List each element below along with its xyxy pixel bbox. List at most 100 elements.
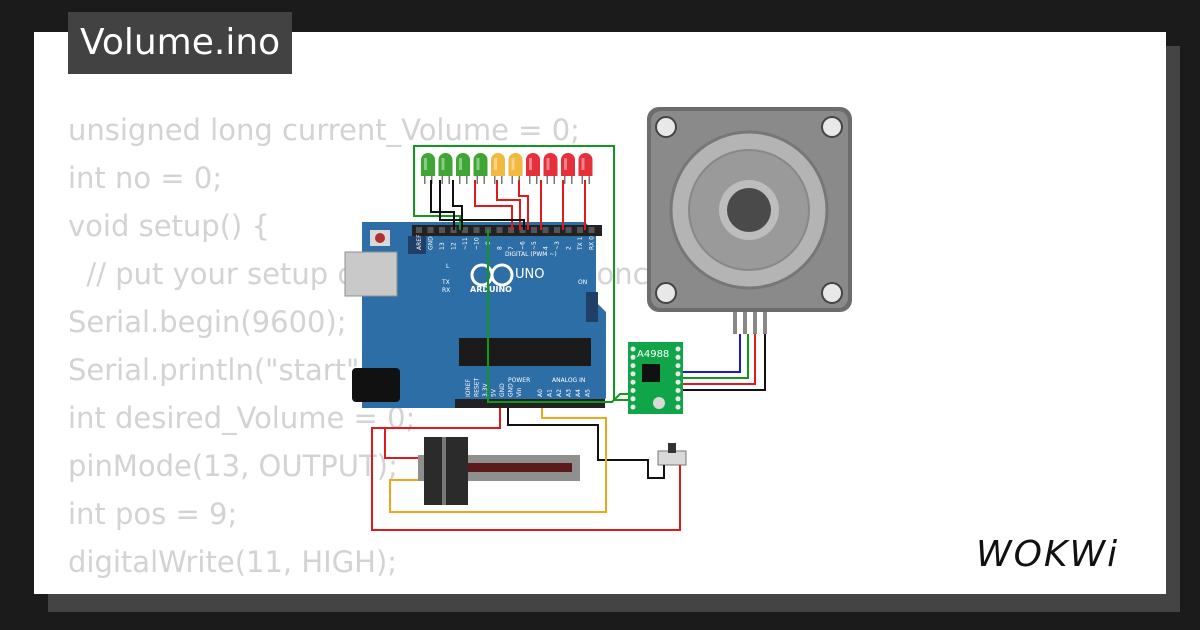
power-pin-label: GND [508, 383, 515, 397]
file-title: Volume.ino [68, 12, 293, 74]
digital-pin[interactable] [565, 227, 572, 233]
svg-text:WOKWi: WOKWi [976, 534, 1119, 575]
power-pin-label: IOREF [465, 379, 472, 397]
digital-pin[interactable] [554, 227, 560, 233]
digital-pin-label: ~5 [531, 241, 538, 250]
driver-pin[interactable] [675, 388, 681, 393]
led-yellow[interactable] [508, 153, 523, 184]
rx-label: RX [442, 287, 450, 294]
driver-pin[interactable] [630, 346, 636, 352]
driver-pin[interactable] [630, 379, 636, 385]
analog-header: ANALOG IN [552, 377, 585, 384]
code-line: Serial.println("start"); [68, 353, 381, 387]
a4988-driver[interactable]: A4988 [628, 342, 683, 414]
driver-pin[interactable] [675, 346, 681, 352]
digital-pin-label: ~6 [520, 241, 527, 250]
power-pin-label: GND [499, 383, 506, 397]
driver-pin[interactable] [675, 379, 681, 385]
driver-pin[interactable] [630, 404, 636, 410]
code-line: Serial.begin(9600); [68, 305, 347, 339]
driver-pin[interactable] [675, 404, 681, 410]
driver-pin[interactable] [630, 354, 636, 360]
driver-pin[interactable] [675, 363, 681, 369]
driver-pin[interactable] [675, 396, 681, 402]
digital-pin[interactable] [439, 227, 445, 233]
digital-pin[interactable] [588, 227, 595, 233]
power-header: POWER [508, 377, 530, 384]
analog-pin-label: A3 [566, 389, 573, 397]
digital-pin[interactable] [473, 227, 480, 233]
analog-pin-label: A5 [585, 389, 592, 397]
led-green[interactable] [421, 153, 435, 184]
led-yellow[interactable] [491, 153, 505, 184]
stepper-motor[interactable] [647, 107, 852, 334]
power-pin-label: RESET [474, 377, 481, 397]
power-pin-label: 5V [491, 388, 498, 397]
digital-pin-label: 8 [497, 246, 504, 250]
led-red[interactable] [561, 153, 575, 184]
power-pin-label: 3.3V [482, 382, 489, 397]
driver-pin[interactable] [675, 354, 681, 360]
digital-pin-label: 13 [439, 242, 446, 250]
analog-pin-label: A2 [556, 389, 563, 397]
digital-pin[interactable] [519, 227, 526, 233]
digital-pin-label: 2 [566, 246, 573, 250]
led-bar [421, 153, 593, 184]
digital-pin-label: ~3 [554, 241, 561, 250]
digital-pin[interactable] [531, 227, 537, 233]
led-red[interactable] [543, 153, 558, 184]
driver-pin[interactable] [630, 396, 636, 402]
digital-pin[interactable] [462, 227, 468, 233]
board-brand: ARDUINO [470, 285, 512, 294]
driver-pin[interactable] [630, 388, 636, 393]
code-background: unsigned long current_Volume = 0; int no … [68, 106, 676, 594]
analog-pin-label: A4 [575, 389, 582, 397]
digital-pin-label: ~10 [474, 237, 481, 250]
driver-pin[interactable] [630, 363, 636, 369]
slide-potentiometer[interactable] [418, 437, 580, 505]
wires [371, 145, 766, 531]
digital-pin-label: TX 1 [577, 236, 584, 251]
code-line: int pos = 9; [68, 497, 238, 531]
digital-pin[interactable] [496, 227, 503, 233]
board-model: UNO [515, 267, 544, 282]
code-line: pinMode(13, OUTPUT); [68, 449, 398, 483]
digital-pin-label: RX 0 [589, 236, 596, 250]
digital-pin-label: ~11 [462, 237, 469, 250]
code-line: for (int x = 0; x < pos; x++) { [68, 586, 676, 594]
digital-pin-label: AREF [416, 234, 423, 250]
led-green[interactable] [473, 153, 488, 184]
led-red[interactable] [526, 153, 540, 184]
code-line: digitalWrite(11, HIGH); [68, 545, 398, 579]
code-line: int no = 0; [68, 161, 223, 195]
analog-pin-label: A1 [547, 389, 554, 397]
digital-pin[interactable] [577, 227, 583, 233]
led-red[interactable] [578, 153, 593, 184]
driver-pin[interactable] [675, 371, 681, 377]
digital-pin-label: 4 [543, 246, 550, 250]
digital-pin[interactable] [542, 227, 549, 233]
digital-pin-label: 12 [451, 242, 458, 250]
digital-header: DIGITAL (PWM ~) [505, 251, 557, 258]
digital-pin[interactable] [427, 227, 434, 233]
digital-pin[interactable] [416, 227, 422, 233]
slide-switch[interactable] [657, 443, 687, 466]
code-line: void setup() { [68, 209, 270, 243]
power-pin-label: Vin [516, 387, 523, 397]
digital-pin-label: 7 [508, 246, 515, 250]
on-led-label: ON [578, 279, 587, 286]
led-green[interactable] [456, 153, 470, 184]
l-label: L [446, 263, 450, 270]
arduino-uno[interactable]: UNO ARDUINO DIGITAL (PWM ~) POWER ANALOG… [344, 222, 606, 408]
led-green[interactable] [438, 153, 453, 184]
driver-label: A4988 [637, 349, 669, 360]
wokwi-logo: WOKWi [976, 534, 1119, 575]
tx-label: TX [441, 279, 450, 286]
digital-pin-label: GND [428, 236, 435, 250]
code-line: unsigned long current_Volume = 0; [68, 113, 580, 147]
analog-pin-label: A0 [537, 389, 544, 397]
driver-pin[interactable] [630, 371, 636, 377]
